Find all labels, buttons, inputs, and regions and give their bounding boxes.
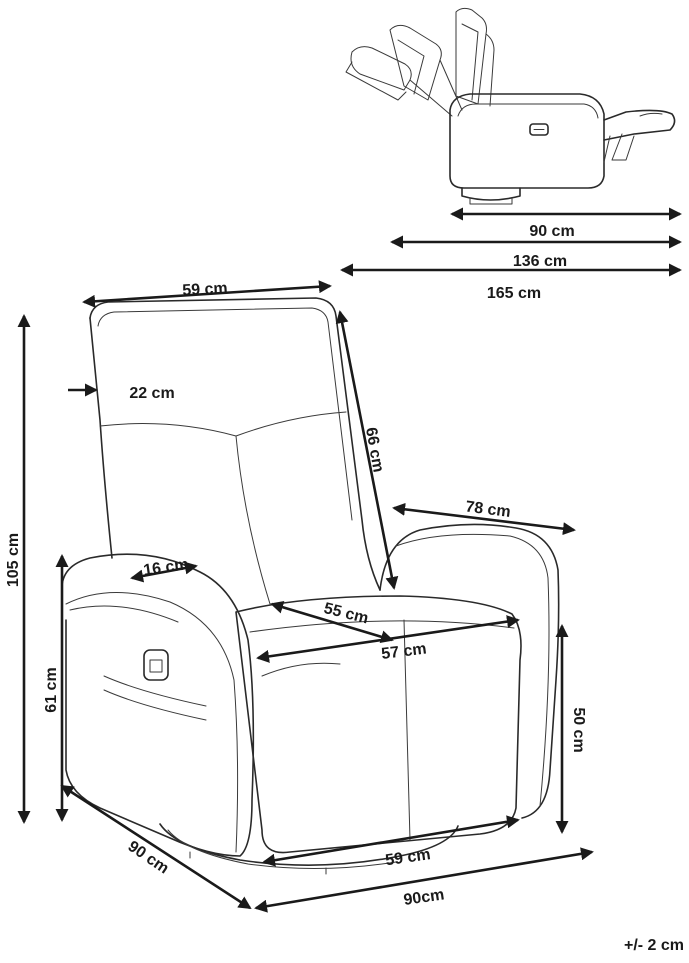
dimension-label-backrest-height: 66 cm	[362, 426, 387, 474]
dimension-line-seat-width	[256, 615, 520, 663]
tolerance-note: +/- 2 cm	[624, 937, 684, 954]
side-view-illustration	[345, 7, 676, 205]
dimension-label-total-width: 90cm	[403, 886, 446, 909]
right-armrest	[379, 523, 560, 819]
dimension-line-backrest-width	[82, 280, 332, 308]
dimension-label-seat-width: 57 cm	[380, 641, 427, 663]
dimension-line-armrest-length	[392, 502, 576, 536]
recline-lever-icon	[143, 649, 169, 681]
dimension-label-seat-height: 50 cm	[570, 707, 587, 752]
backrest	[89, 297, 381, 605]
reclined-backrest-outlines	[345, 7, 495, 117]
dimension-label-total-height: 105 cm	[5, 533, 22, 587]
dimension-label-backrest-width: 59 cm	[182, 280, 228, 299]
side-lever-icon	[529, 123, 549, 136]
side-footrest	[603, 109, 676, 163]
dimension-label-armrest-length: 78 cm	[464, 499, 511, 521]
dimension-line-base-depth	[60, 784, 252, 910]
dimension-label-armrest-width: 16 cm	[142, 556, 189, 579]
dimension-label-arm-height: 61 cm	[43, 667, 60, 712]
seat-cushion	[235, 595, 522, 854]
dimension-label-depth-half-reclined: 136 cm	[513, 253, 567, 270]
dimension-line-armrest-width	[130, 561, 198, 583]
dimension-label-base-depth: 90 cm	[125, 838, 172, 877]
dimension-line-total-width	[254, 847, 594, 913]
dimension-label-backrest-depth: 22 cm	[129, 385, 174, 402]
left-armrest	[61, 553, 255, 857]
side-chair-body	[449, 93, 605, 205]
dimension-line-backrest-height	[335, 310, 399, 590]
dimension-label-depth-upright: 90 cm	[529, 223, 574, 240]
dimension-label-front-width: 59 cm	[384, 846, 431, 869]
dimension-lines	[17, 207, 682, 913]
dimension-label-depth-fully-reclined: 165 cm	[487, 285, 541, 302]
